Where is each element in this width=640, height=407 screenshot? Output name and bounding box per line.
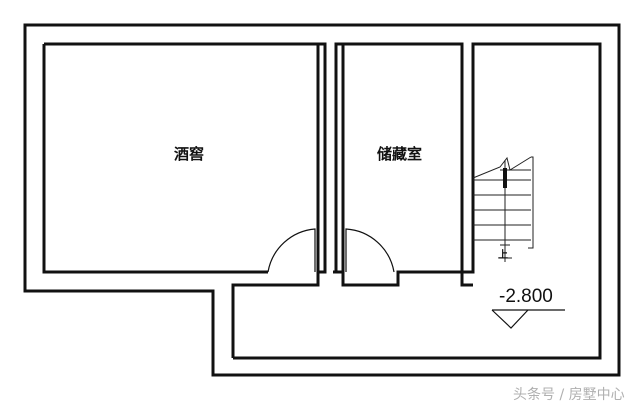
stair-room-wall: [460, 44, 475, 287]
stair-arrow-icon: [503, 168, 507, 188]
storage-room-door-swing: [345, 228, 395, 273]
staircase: [472, 156, 534, 262]
stair-railing: [528, 156, 534, 249]
elevation-marker: [491, 309, 565, 329]
wine-cellar-inner-wall: [42, 44, 268, 274]
watermark: 头条号 / 房墅中心: [513, 387, 625, 403]
wine-cellar-wall: [44, 42, 327, 358]
stair-break-line: [472, 156, 532, 179]
room-label-wine-cellar: 酒窖: [174, 145, 205, 163]
room-label-storage-room: 储藏室: [377, 145, 423, 163]
elevation-label: -2.800: [499, 286, 553, 307]
outer-wall: [23, 23, 621, 377]
corridor-inner-wall: [233, 42, 602, 360]
stair-base-mark: [499, 244, 512, 259]
wine-cellar-door-swing: [267, 228, 316, 273]
elevation-triangle-icon: [491, 309, 529, 329]
stair-up-label: 上: [498, 250, 508, 261]
